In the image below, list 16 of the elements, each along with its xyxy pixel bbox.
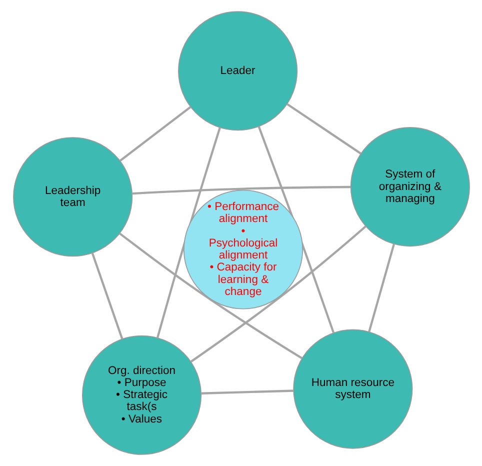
connector	[118, 106, 191, 162]
node-circle: Leader	[178, 11, 298, 131]
connector	[190, 225, 366, 362]
node-circle: Org. direction • Purpose • Strategic task(s • Values	[81, 335, 202, 455]
node-circle: • Performance alignment • Psychological alignment • Capacity for learning & change	[182, 190, 303, 310]
connector	[132, 186, 350, 195]
connector	[156, 127, 220, 338]
node-circle: Human resource system	[292, 329, 412, 449]
connector	[90, 252, 123, 340]
connector	[200, 390, 294, 394]
node-circle: System of organizing & managing	[350, 127, 470, 247]
connector	[368, 244, 395, 332]
connector	[257, 126, 334, 334]
connector	[118, 232, 302, 360]
node-circle: Leadership team	[12, 137, 132, 257]
connector	[286, 103, 361, 154]
